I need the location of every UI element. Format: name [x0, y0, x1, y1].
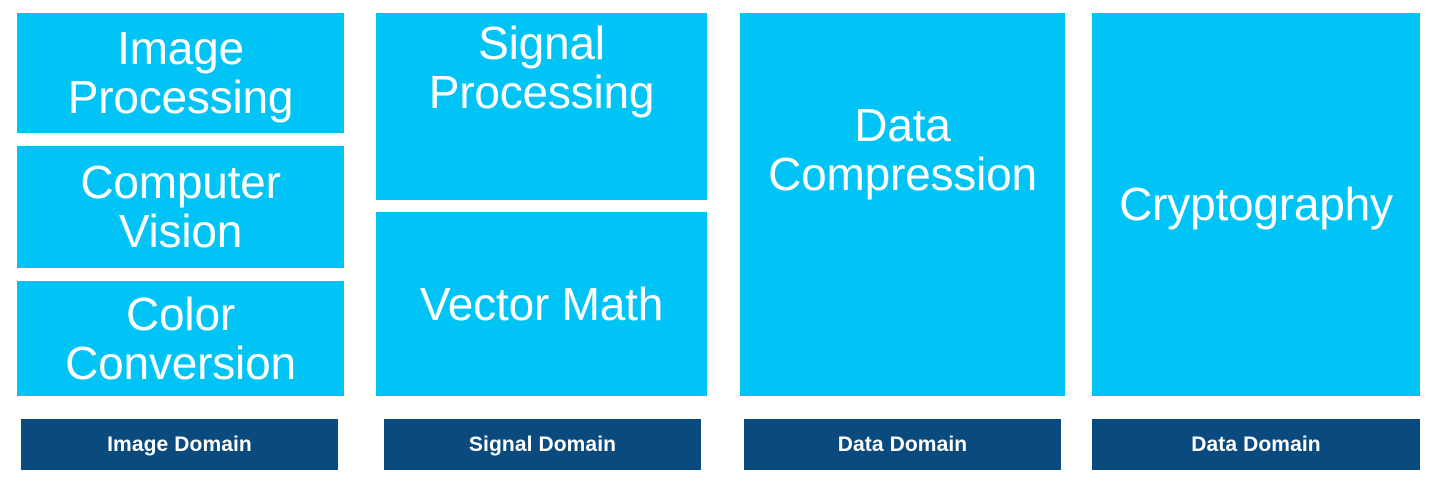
capability-label: Image Processing [67, 22, 294, 123]
capability-label: Computer Vision [80, 156, 281, 257]
domain-column-data-compression: Data Compression Data Domain [740, 0, 1065, 484]
domain-banner-signal[interactable]: Signal Domain [384, 419, 701, 470]
domain-banner-image[interactable]: Image Domain [21, 419, 338, 470]
domain-column-data-cryptography: Cryptography Data Domain [1092, 0, 1420, 484]
capability-label: Vector Math [419, 277, 664, 330]
capability-label: Cryptography [1119, 178, 1393, 231]
capability-box-computer-vision[interactable]: Computer Vision [17, 146, 344, 268]
domain-banner-data-compression[interactable]: Data Domain [744, 419, 1061, 470]
capability-box-data-compression[interactable]: Data Compression [740, 13, 1065, 396]
capability-label: Color Conversion [65, 287, 296, 389]
domain-banner-data-cryptography[interactable]: Data Domain [1092, 419, 1420, 470]
domain-label: Data Domain [1191, 432, 1321, 456]
domain-column-image: Image Processing Computer Vision Color C… [17, 0, 344, 484]
capability-label: Signal Processing [428, 17, 655, 118]
domain-label: Image Domain [107, 432, 252, 456]
capability-box-vector-math[interactable]: Vector Math [376, 212, 707, 396]
domain-column-signal: Signal Processing Vector Math Signal Dom… [376, 0, 707, 484]
capability-box-color-conversion[interactable]: Color Conversion [17, 281, 344, 396]
capability-label: Data Compression [768, 99, 1037, 200]
capability-box-signal-processing[interactable]: Signal Processing [376, 13, 707, 200]
capability-box-image-processing[interactable]: Image Processing [17, 13, 344, 133]
capability-box-cryptography[interactable]: Cryptography [1092, 13, 1420, 396]
domain-label: Data Domain [837, 432, 968, 456]
domain-label: Signal Domain [468, 432, 617, 456]
